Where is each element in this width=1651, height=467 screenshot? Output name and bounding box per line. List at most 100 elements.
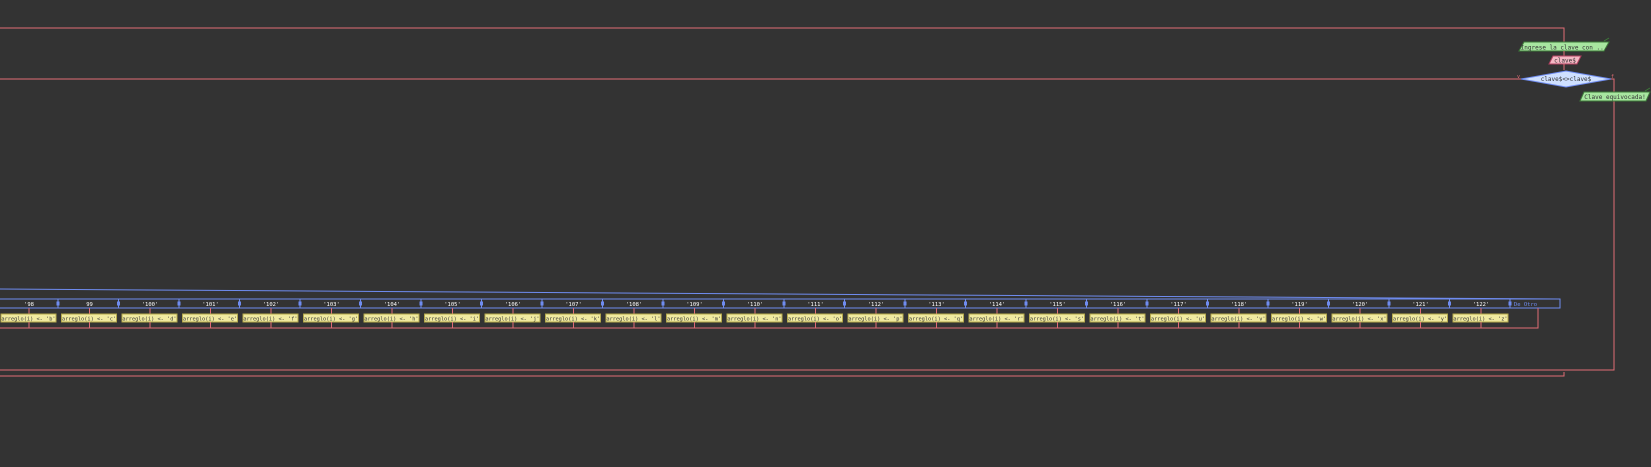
- switch-case-marker: [238, 301, 241, 306]
- assignment-label: arreglo(i) <- 'h': [364, 316, 418, 322]
- assignment-label: arreglo(i) <- 'o': [788, 316, 842, 322]
- read-input-shape: [1548, 55, 1582, 65]
- switch-case-marker: [540, 301, 544, 306]
- assignment-label: arreglo(i) <- 'c': [62, 316, 116, 322]
- read-input-node[interactable]: clave$: [1548, 55, 1582, 65]
- switch-case-label: 99: [86, 302, 93, 308]
- assignment-label: arreglo(i) <- 'm': [667, 316, 721, 322]
- switch-case-marker: [1387, 301, 1391, 306]
- switch-case-label: '103': [323, 302, 340, 308]
- switch-case-label: '121': [1412, 302, 1429, 308]
- error-output-label: Clave equivocada!: [1584, 94, 1645, 101]
- switch-case-bar: [0, 298, 1561, 309]
- assignment-label: arreglo(i) <- 'l': [606, 316, 660, 322]
- assignment-label: arreglo(i) <- 'g': [304, 316, 358, 322]
- switch-case-marker: [722, 301, 725, 306]
- switch-case-marker: [1145, 301, 1149, 306]
- outer-loop-bottom-line: [0, 372, 1565, 377]
- branch-true-mark: v: [1517, 74, 1520, 80]
- switch-slant-line: [0, 288, 1560, 300]
- prompt-output-arrow: [1603, 37, 1610, 42]
- switch-case-label: '106': [505, 302, 522, 308]
- assignment-label: arreglo(i) <- 'x': [1332, 316, 1386, 322]
- assignment-label: arreglo(i) <- 'n': [727, 316, 781, 322]
- switch-case-marker: [964, 301, 967, 306]
- assignment-label: arreglo(i) <- 'u': [1151, 316, 1205, 322]
- switch-case-label: '100': [142, 302, 159, 308]
- inner-loop-return-line: [0, 101, 1615, 371]
- outer-loop-top-line: [0, 27, 1565, 42]
- switch-case-label: '109': [686, 302, 703, 308]
- switch-case-marker: [661, 301, 665, 306]
- assignment-label: arreglo(i) <- 'w': [1272, 316, 1326, 322]
- switch-case-marker: [843, 301, 846, 306]
- loop-condition-label: clave$<>clave$: [1541, 76, 1592, 83]
- switch-case-label: '111': [807, 302, 824, 308]
- switch-case-label: '104': [384, 302, 401, 308]
- assignment-label: arreglo(i) <- 's': [1030, 316, 1084, 322]
- assignment-label: arreglo(i) <- 'e': [183, 316, 237, 322]
- switch-case-marker: [1024, 301, 1028, 306]
- prompt-output-label: Ingrese la clave con ...: [1521, 45, 1608, 52]
- switch-case-marker: [782, 301, 786, 306]
- prompt-output-shape: [1518, 41, 1610, 52]
- switch-case-marker: [1508, 301, 1512, 306]
- assignment-label: arreglo(i) <- 'i': [425, 316, 479, 322]
- assignment-label: arreglo(i) <- 'r': [969, 316, 1023, 322]
- switch-case-marker: [1448, 301, 1451, 306]
- switch-case-marker: [1085, 301, 1088, 306]
- switch-case-label: '108': [626, 302, 643, 308]
- switch-case-marker: [480, 301, 483, 306]
- loop-lines: [0, 27, 1615, 377]
- assignment-row: arreglo(i) <- 'b' arreglo(i) <- 'c' arregl…: [0, 308, 1539, 329]
- false-branch-line: [1611, 78, 1615, 92]
- assignment-label: arreglo(i) <- 'd': [122, 316, 176, 322]
- assignment-label: arreglo(i) <- 'z': [1453, 316, 1507, 322]
- switch-default-label: De Otro: [1514, 302, 1537, 308]
- assignment-label: arreglo(i) <- 'q': [909, 316, 963, 322]
- switch-case-marker: [1327, 301, 1330, 306]
- switch-case-label: '101': [202, 302, 219, 308]
- switch-case-label: '122': [1473, 302, 1490, 308]
- switch-case-label: '116': [1110, 302, 1127, 308]
- switch-case-label: '98: [24, 302, 34, 308]
- switch-case-label: '107': [565, 302, 582, 308]
- switch-case-marker: [419, 301, 423, 306]
- read-input-label: clave$: [1554, 58, 1576, 65]
- assignment-label: arreglo(i) <- 'j': [485, 316, 539, 322]
- loop-condition-shape: [1520, 70, 1612, 88]
- assignment-label: arreglo(i) <- 'b': [1, 316, 55, 322]
- switch-case-marker: [1206, 301, 1209, 306]
- switch-merge-line: [0, 308, 1539, 329]
- loop-condition-node[interactable]: clave$<>clave$ v f: [1517, 70, 1614, 88]
- assignment-label: arreglo(i) <- 'f': [243, 316, 297, 322]
- assignment-label: arreglo(i) <- 'k': [546, 316, 600, 322]
- assignment-label: arreglo(i) <- 'y': [1393, 316, 1447, 322]
- switch-case-label: '114': [989, 302, 1006, 308]
- switch-case-label: '118': [1231, 302, 1248, 308]
- switch-case-label: '105': [444, 302, 461, 308]
- switch-case-label: '119': [1291, 302, 1308, 308]
- switch-case-label: '115': [1049, 302, 1066, 308]
- assignment-label: arreglo(i) <- 'p': [848, 316, 902, 322]
- switch-case-label: '113': [928, 302, 945, 308]
- prompt-output-node[interactable]: Ingrese la clave con ...: [1518, 37, 1610, 52]
- switch-case-marker: [1266, 301, 1270, 306]
- switch-case-label: '112': [868, 302, 885, 308]
- switch-case-label: '120': [1352, 302, 1369, 308]
- switch-case-marker: [903, 301, 907, 306]
- switch-block: '98 99 '100' '101' '102' '103' '104' '105' '106'…: [0, 288, 1561, 314]
- branch-false-mark: f: [1611, 74, 1614, 80]
- switch-case-label: '102': [263, 302, 280, 308]
- switch-case-label: '117': [1170, 302, 1187, 308]
- switch-case-marker: [298, 301, 302, 306]
- assignment-label: arreglo(i) <- 't': [1090, 316, 1144, 322]
- switch-case-marker: [601, 301, 604, 306]
- switch-case-marker: [359, 301, 362, 306]
- error-output-node[interactable]: Clave equivocada!: [1579, 87, 1651, 102]
- switch-case-marker: [117, 301, 120, 306]
- assignment-label: arreglo(i) <- 'v': [1211, 316, 1265, 322]
- switch-case-marker: [177, 301, 181, 306]
- error-output-arrow: [1644, 87, 1651, 92]
